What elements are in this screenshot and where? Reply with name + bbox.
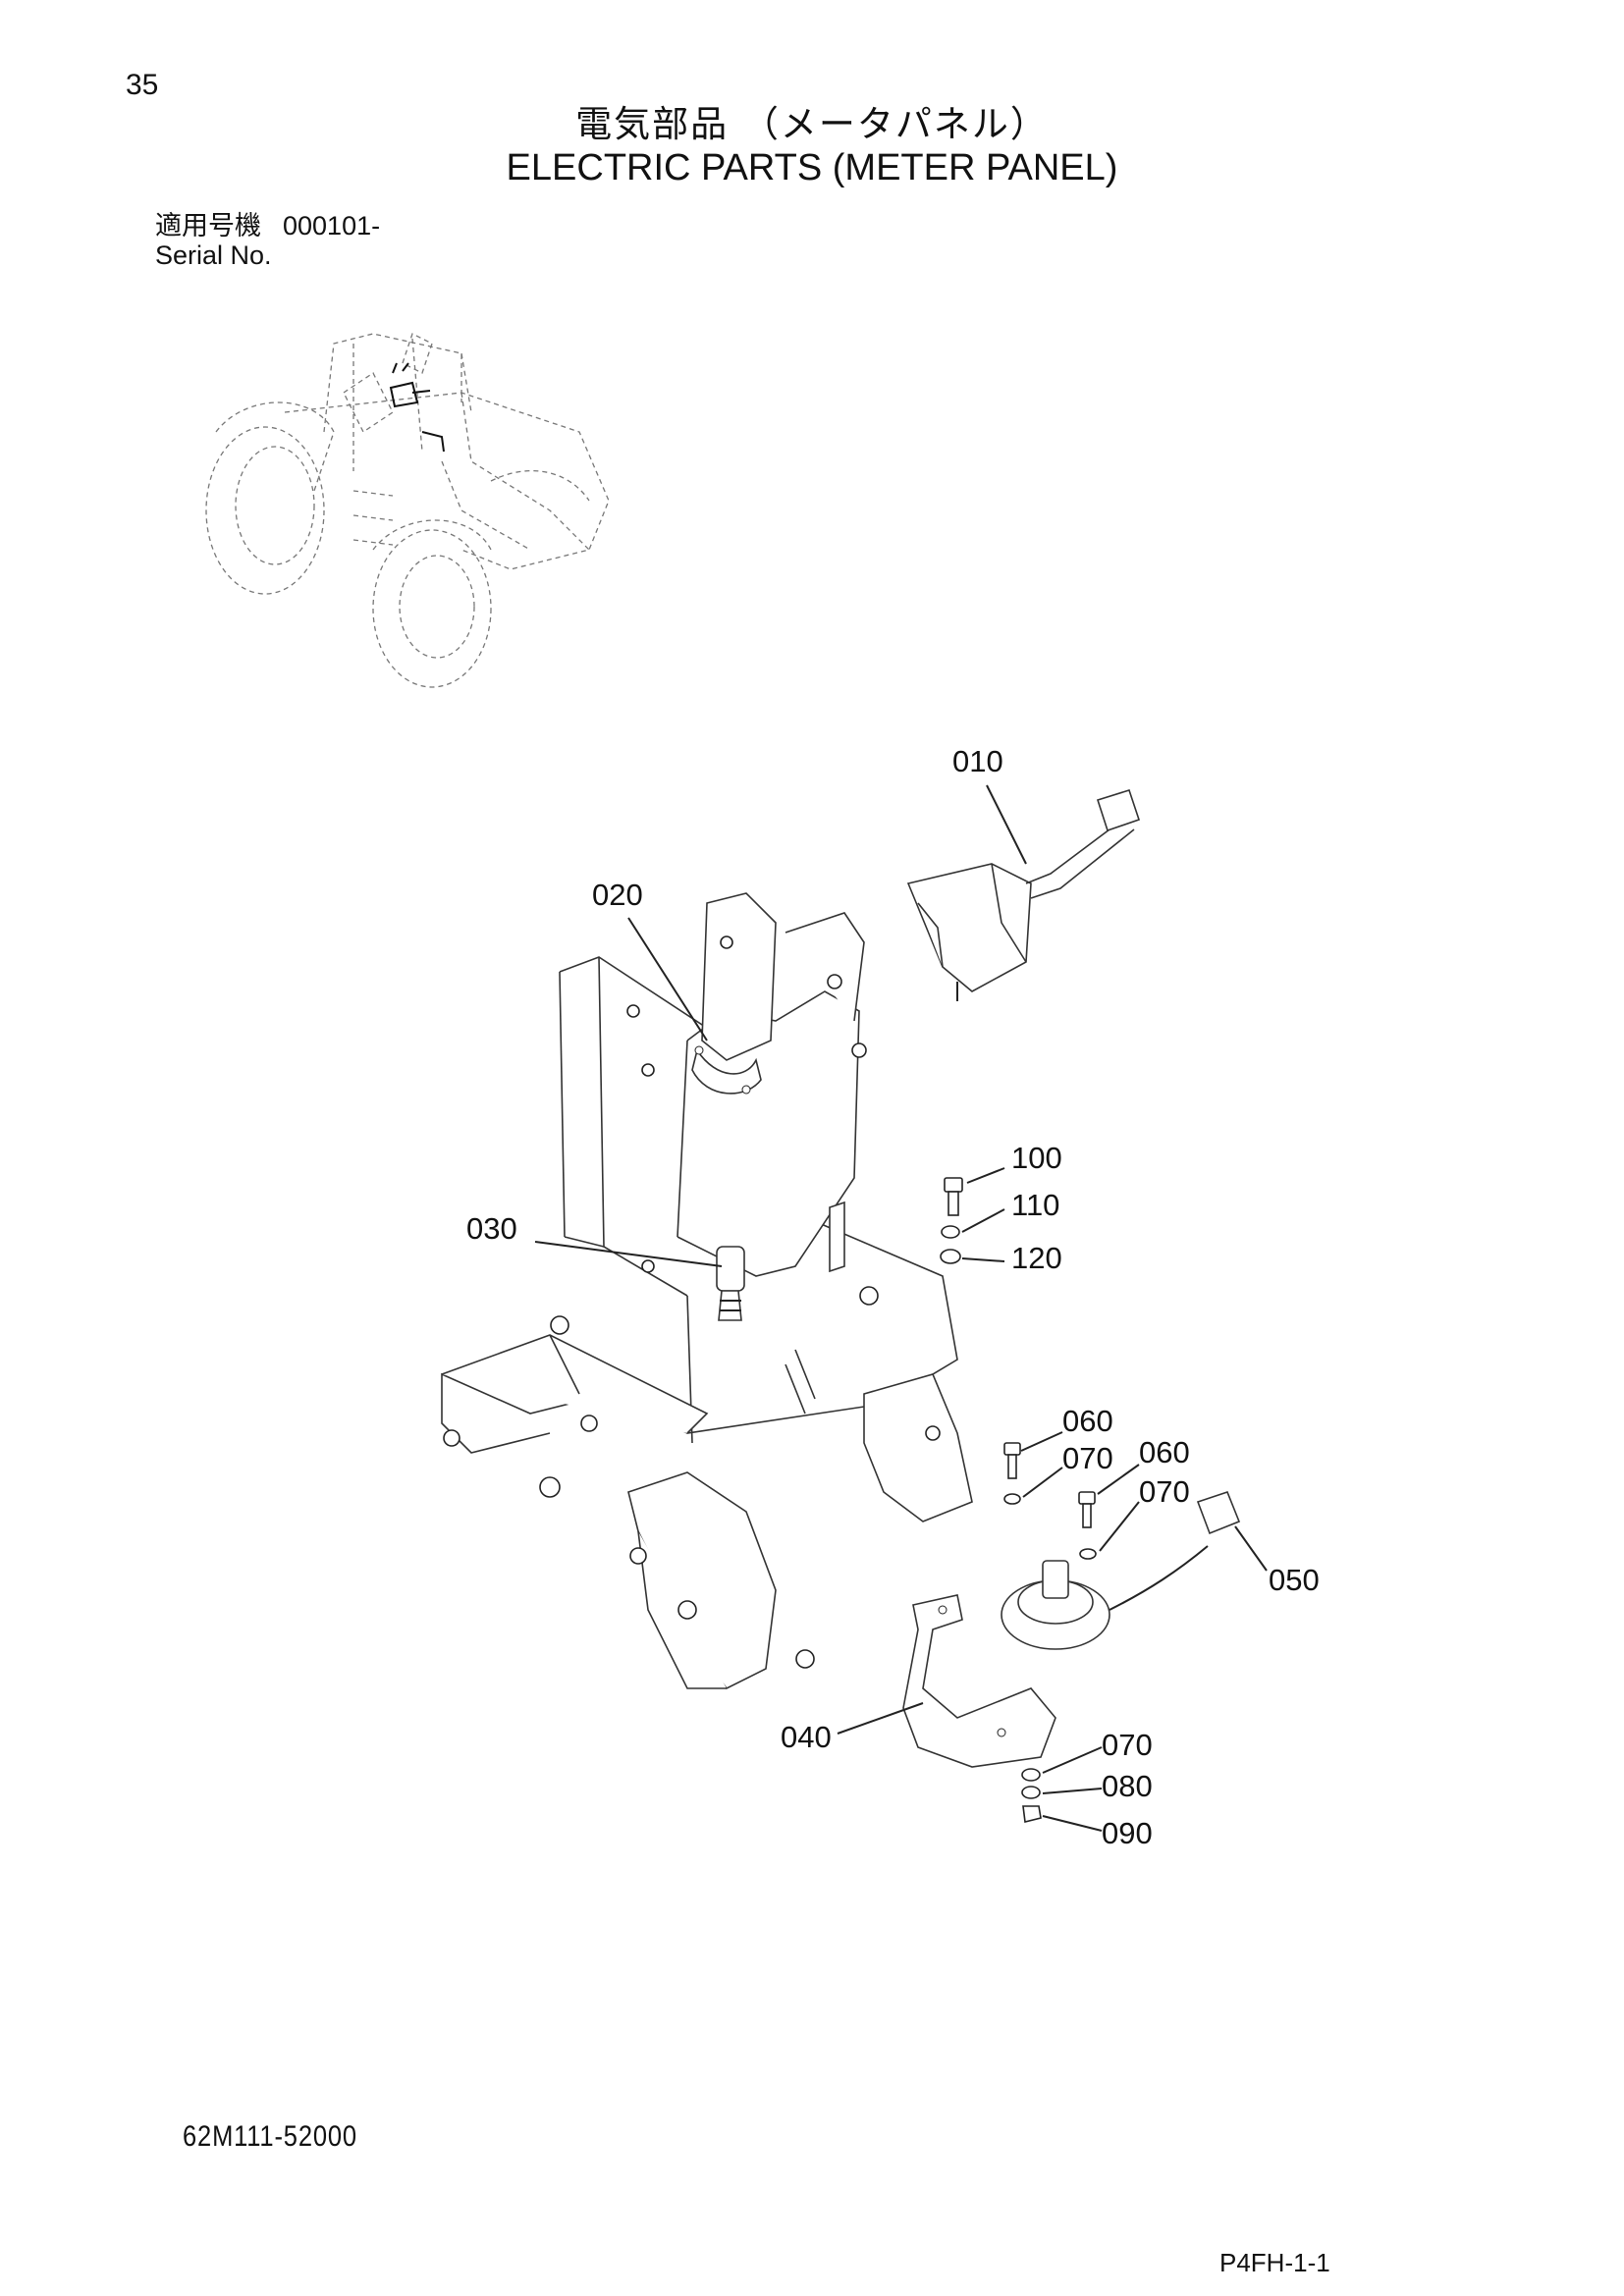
page-code: P4FH-1-1 <box>1219 2248 1330 2277</box>
page-title-english: ELECTRIC PARTS (METER PANEL) <box>506 147 1118 188</box>
page-title-japanese: 電気部品 （メータパネル） <box>575 103 1049 145</box>
leader-lines <box>534 784 1268 1832</box>
callout-020: 020 <box>592 878 643 912</box>
page-number: 35 <box>126 69 159 101</box>
callout-110: 110 <box>1011 1188 1059 1222</box>
machine-overview-illustration <box>205 333 610 688</box>
callout-060-a: 060 <box>1062 1404 1113 1438</box>
part-050-horn <box>1001 1491 1241 1650</box>
part-040-horn-bracket <box>902 1594 1056 1768</box>
callout-070-b: 070 <box>1139 1474 1190 1509</box>
callout-030: 030 <box>466 1211 517 1246</box>
document-code: 62M111-52000 <box>183 2120 357 2153</box>
serial-label-jp: 適用号機 <box>155 211 261 241</box>
serial-label-en: Serial No. <box>155 240 272 270</box>
part-030-switch <box>716 1246 745 1321</box>
callout-070-a: 070 <box>1062 1441 1113 1475</box>
serial-value: 000101- <box>283 211 381 240</box>
callout-040: 040 <box>781 1720 832 1754</box>
hardware-bolts-washers <box>940 1177 1097 1823</box>
callout-090: 090 <box>1102 1816 1153 1850</box>
callout-080: 080 <box>1102 1769 1153 1803</box>
callout-010: 010 <box>952 744 1003 778</box>
meter-panel-bracket <box>441 892 973 1690</box>
part-010-combination-switch <box>906 789 1141 1001</box>
callout-070-c: 070 <box>1102 1728 1153 1762</box>
serial-number-jp: 適用号機 000101- <box>155 204 380 242</box>
part-020-clamp <box>691 1045 762 1095</box>
callout-100: 100 <box>1011 1141 1062 1175</box>
callout-120: 120 <box>1011 1241 1062 1275</box>
callout-labels: 010 020 030 040 050 060 060 070 070 070 … <box>466 744 1320 1850</box>
callout-060-b: 060 <box>1139 1435 1190 1469</box>
callout-050: 050 <box>1269 1563 1320 1597</box>
